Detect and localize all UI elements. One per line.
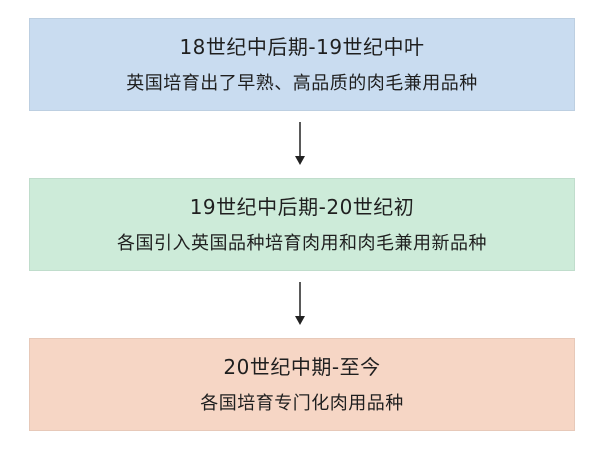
stage-1-period: 18世纪中后期-19世纪中叶: [179, 34, 425, 59]
stage-box-1: 18世纪中后期-19世纪中叶 英国培育出了早熟、高品质的肉毛兼用品种: [29, 18, 575, 111]
stage-2-description: 各国引入英国品种培育肉用和肉毛兼用新品种: [117, 232, 487, 254]
stage-3-description: 各国培育专门化肉用品种: [200, 392, 404, 414]
stage-box-2: 19世纪中后期-20世纪初 各国引入英国品种培育肉用和肉毛兼用新品种: [29, 178, 575, 271]
stage-3-period: 20世纪中期-至今: [223, 354, 381, 379]
arrow-down-icon: [295, 122, 305, 165]
stage-box-3: 20世纪中期-至今 各国培育专门化肉用品种: [29, 338, 575, 431]
stage-2-period: 19世纪中后期-20世纪初: [189, 194, 415, 219]
arrow-down-icon: [295, 282, 305, 325]
stage-1-description: 英国培育出了早熟、高品质的肉毛兼用品种: [126, 72, 478, 94]
